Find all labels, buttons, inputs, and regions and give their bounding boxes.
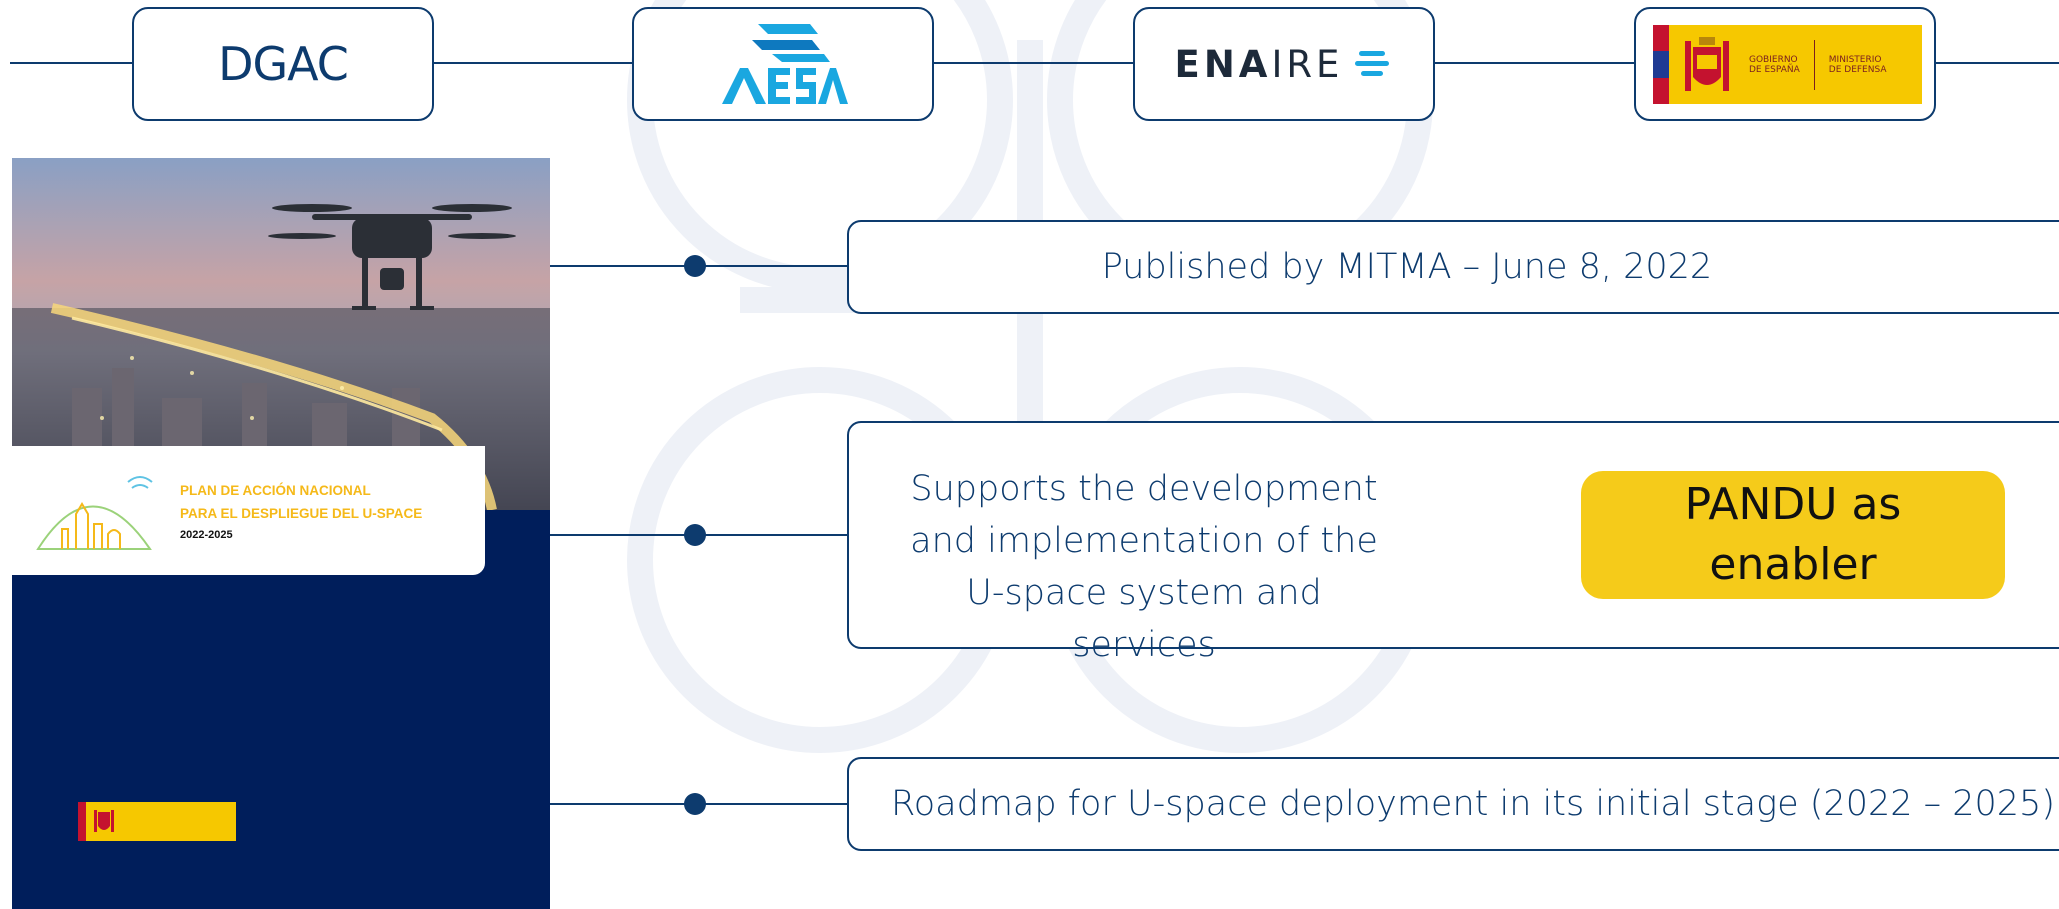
published-text: Published by MITMA – June 8, 2022 <box>1101 247 1713 287</box>
cover-gobierno-logo <box>78 802 236 841</box>
roadmap-info-box: Roadmap for U-space deployment in its in… <box>847 757 2059 851</box>
aesa-logo-box <box>632 7 934 121</box>
published-info-box: Published by MITMA – June 8, 2022 <box>847 220 2059 314</box>
supports-text: Supports the development and implementat… <box>910 469 1378 665</box>
cover-coat-of-arms-icon <box>94 810 114 832</box>
cover-years: 2022-2025 <box>180 529 233 541</box>
pandu-enabler-badge: PANDU as enabler <box>1581 471 2005 599</box>
gobierno-espana-logo: GOBIERNO DE ESPAÑA MINISTERIO DE DEFENSA <box>1653 25 1922 104</box>
connector-dot-supports <box>684 524 706 546</box>
coat-of-arms-icon <box>1685 36 1729 91</box>
enaire-stripes-icon <box>1355 51 1390 76</box>
connector-dot-roadmap <box>684 793 706 815</box>
drone-icon <box>268 204 516 310</box>
dgac-logo-text: DGAC <box>218 37 349 91</box>
document-cover: PLAN DE ACCIÓN NACIONAL PARA EL DESPLIEG… <box>12 158 550 909</box>
cover-title-line-1: PLAN DE ACCIÓN NACIONAL <box>180 483 371 498</box>
roadmap-text: Roadmap for U-space deployment in its in… <box>891 784 2055 824</box>
gobierno-logo-box: GOBIERNO DE ESPAÑA MINISTERIO DE DEFENSA <box>1634 7 1936 121</box>
supports-info-box: Supports the development and implementat… <box>847 421 2059 665</box>
cover-title-line-2: PARA EL DESPLIEGUE DEL U-SPACE <box>180 506 423 521</box>
city-skyline-icon <box>36 476 153 550</box>
top-connector-line <box>10 62 2059 64</box>
aesa-logo <box>722 24 848 104</box>
cover-title-card: PLAN DE ACCIÓN NACIONAL PARA EL DESPLIEG… <box>12 446 485 575</box>
dgac-logo-box: DGAC <box>132 7 434 121</box>
connector-dot-published <box>684 255 706 277</box>
